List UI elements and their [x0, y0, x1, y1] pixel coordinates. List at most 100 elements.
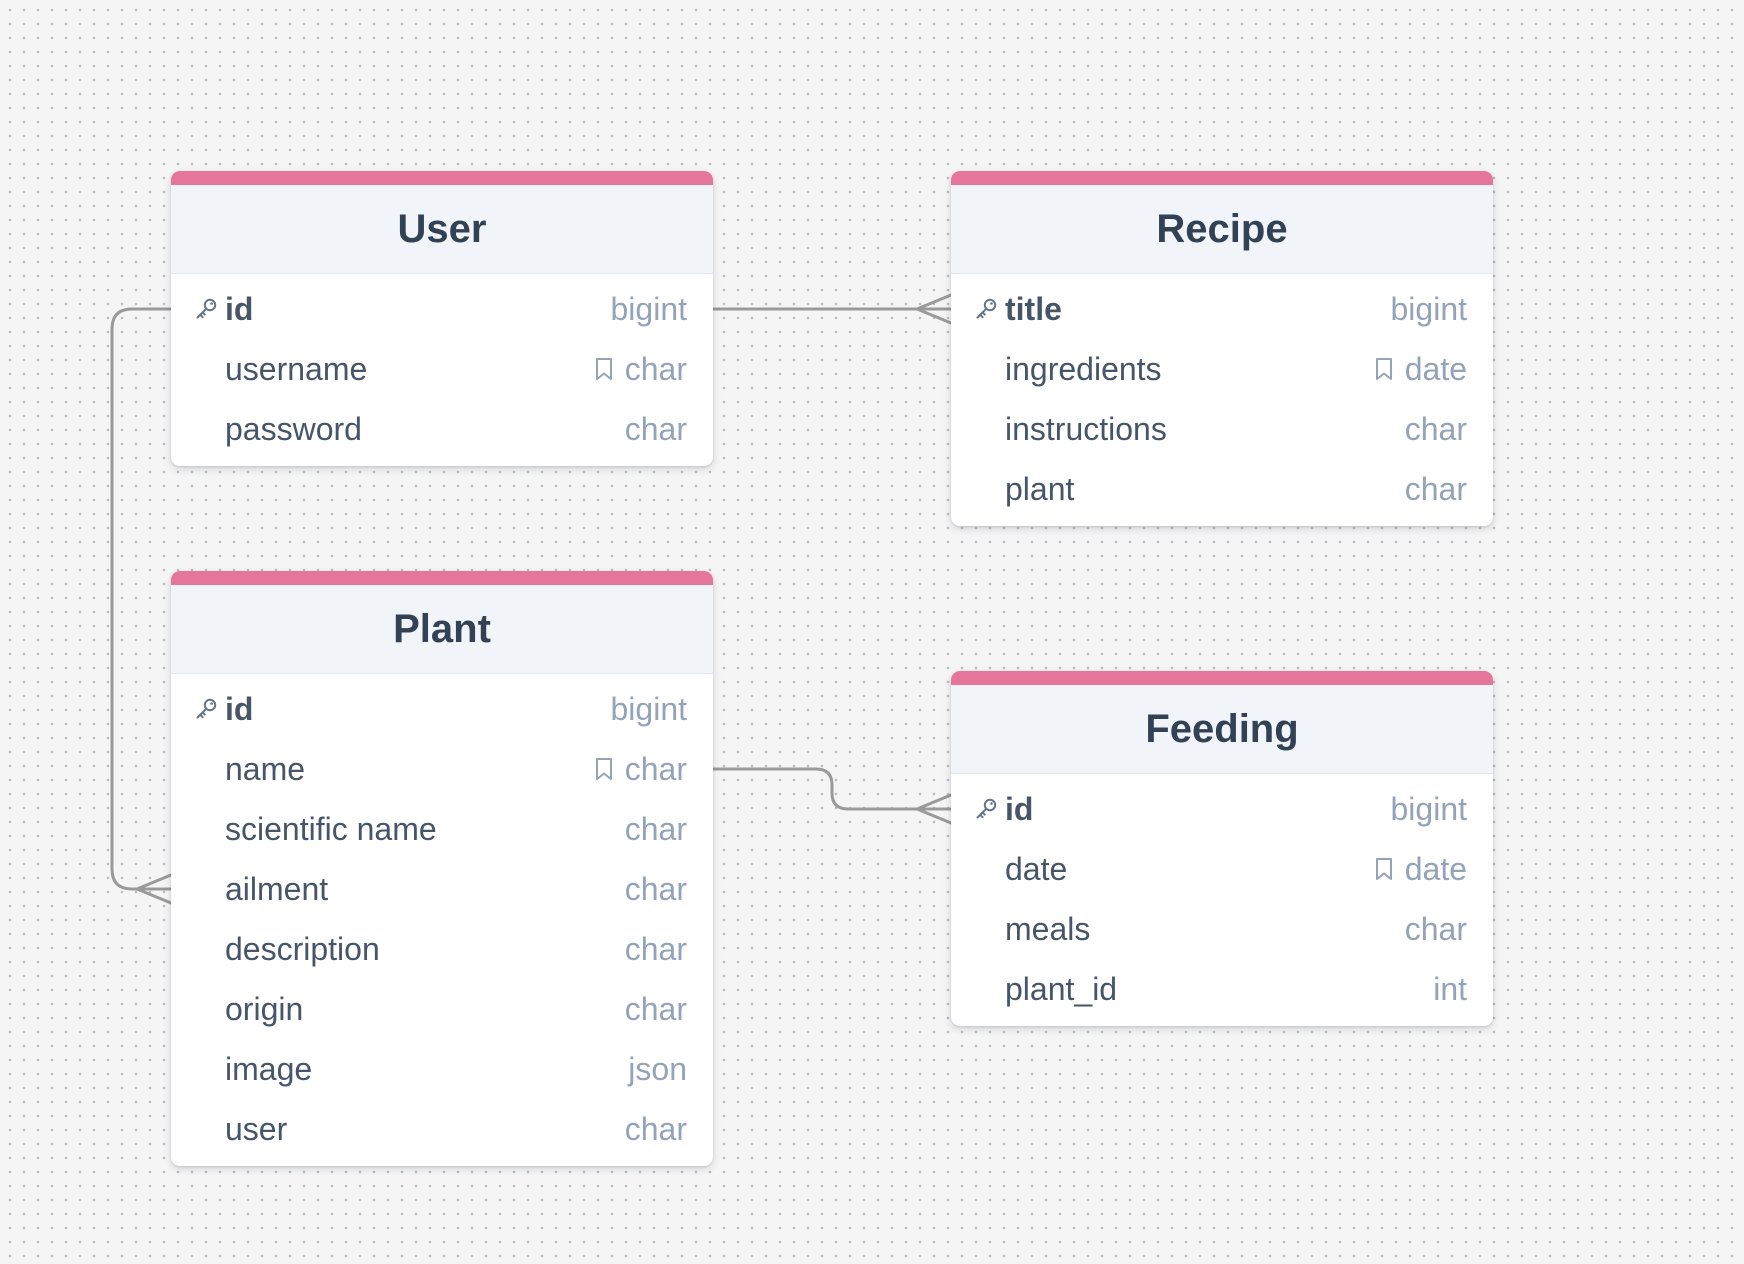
field-name: name — [225, 750, 306, 787]
field-type: char — [1404, 470, 1467, 507]
field-name: instructions — [1005, 410, 1167, 447]
bookmark-icon — [1373, 356, 1395, 382]
field-row-name[interactable]: name char — [171, 739, 713, 799]
table-accent-bar — [951, 671, 1493, 685]
table-header[interactable]: Feeding — [951, 685, 1493, 774]
relationship-user-plant-line[interactable] — [110, 307, 173, 891]
field-row-image[interactable]: image json — [171, 1039, 713, 1099]
table-feeding[interactable]: Feeding id bigint date date meals char plant_id… — [951, 671, 1493, 1026]
field-type: json — [628, 1050, 687, 1087]
field-name: image — [225, 1050, 313, 1087]
bookmark-icon — [1373, 856, 1395, 882]
field-type: bigint — [1390, 790, 1468, 827]
field-meta: char — [625, 991, 687, 1028]
field-type: char — [624, 750, 687, 787]
field-meta: bigint — [1391, 791, 1468, 828]
field-type: char — [624, 870, 687, 907]
field-row-id[interactable]: id bigint — [951, 779, 1493, 839]
field-type: bigint — [1390, 290, 1468, 327]
field-name: ailment — [225, 870, 329, 907]
field-row-origin[interactable]: origin char — [171, 979, 713, 1039]
table-accent-bar — [171, 171, 713, 185]
table-title: Feeding — [1145, 706, 1299, 751]
field-type: char — [624, 930, 687, 967]
table-title: Recipe — [1156, 206, 1288, 251]
field-type: char — [1404, 410, 1467, 447]
key-icon — [193, 296, 219, 322]
field-type: date — [1404, 850, 1467, 887]
field-meta: char — [593, 751, 687, 788]
relationship-plant-feeding-crows-foot[interactable] — [915, 793, 953, 825]
field-name: user — [225, 1110, 288, 1147]
field-type: int — [1433, 970, 1467, 1007]
table-header[interactable]: Plant — [171, 585, 713, 674]
relationship-user-recipe-crows-foot[interactable] — [915, 293, 953, 325]
field-name: id — [225, 290, 254, 327]
bookmark-icon — [593, 356, 615, 382]
table-header[interactable]: User — [171, 185, 713, 274]
field-type: char — [624, 810, 687, 847]
field-meta: json — [628, 1051, 687, 1088]
field-name: title — [1005, 290, 1062, 327]
field-row-password[interactable]: password char — [171, 399, 713, 459]
field-name: origin — [225, 990, 304, 1027]
field-name: ingredients — [1005, 350, 1162, 387]
field-name: username — [225, 350, 368, 387]
field-name: id — [225, 690, 254, 727]
field-row-id[interactable]: id bigint — [171, 279, 713, 339]
field-meta: char — [625, 931, 687, 968]
table-user[interactable]: User id bigint username char password char — [171, 171, 713, 466]
field-meta: date — [1373, 351, 1467, 388]
table-fields: id bigint username char password char — [171, 274, 713, 466]
table-fields: title bigint ingredients date instructions ch… — [951, 274, 1493, 526]
field-type: char — [624, 350, 687, 387]
table-recipe[interactable]: Recipe title bigint ingredients date instruct… — [951, 171, 1493, 526]
key-icon — [973, 296, 999, 322]
field-meta: char — [625, 811, 687, 848]
field-row-ingredients[interactable]: ingredients date — [951, 339, 1493, 399]
field-name: plant — [1005, 470, 1075, 507]
field-row-description[interactable]: description char — [171, 919, 713, 979]
field-meta: char — [1405, 911, 1467, 948]
table-accent-bar — [171, 571, 713, 585]
field-row-user[interactable]: user char — [171, 1099, 713, 1159]
key-icon — [193, 696, 219, 722]
table-title: Plant — [393, 606, 491, 651]
field-row-instructions[interactable]: instructions char — [951, 399, 1493, 459]
field-name: description — [225, 930, 380, 967]
field-meta: char — [625, 871, 687, 908]
field-meta: char — [625, 411, 687, 448]
field-meta: char — [1405, 411, 1467, 448]
field-type: char — [624, 1110, 687, 1147]
table-header[interactable]: Recipe — [951, 185, 1493, 274]
field-name: password — [225, 410, 362, 447]
field-row-username[interactable]: username char — [171, 339, 713, 399]
field-meta: char — [1405, 471, 1467, 508]
key-icon — [973, 796, 999, 822]
field-type: bigint — [610, 290, 688, 327]
field-name: id — [1005, 790, 1034, 827]
field-row-meals[interactable]: meals char — [951, 899, 1493, 959]
table-accent-bar — [951, 171, 1493, 185]
field-row-ailment[interactable]: ailment char — [171, 859, 713, 919]
field-type: char — [1404, 910, 1467, 947]
field-name: date — [1005, 850, 1068, 887]
relationship-user-plant-crows-foot[interactable] — [135, 873, 173, 905]
relationship-plant-feeding-line[interactable] — [711, 767, 919, 811]
field-row-date[interactable]: date date — [951, 839, 1493, 899]
field-type: bigint — [610, 690, 688, 727]
field-row-title[interactable]: title bigint — [951, 279, 1493, 339]
field-meta: date — [1373, 851, 1467, 888]
table-title: User — [397, 206, 487, 251]
field-name: meals — [1005, 910, 1091, 947]
field-meta: bigint — [611, 691, 688, 728]
field-type: char — [624, 990, 687, 1027]
field-row-plant[interactable]: plant char — [951, 459, 1493, 519]
field-row-id[interactable]: id bigint — [171, 679, 713, 739]
